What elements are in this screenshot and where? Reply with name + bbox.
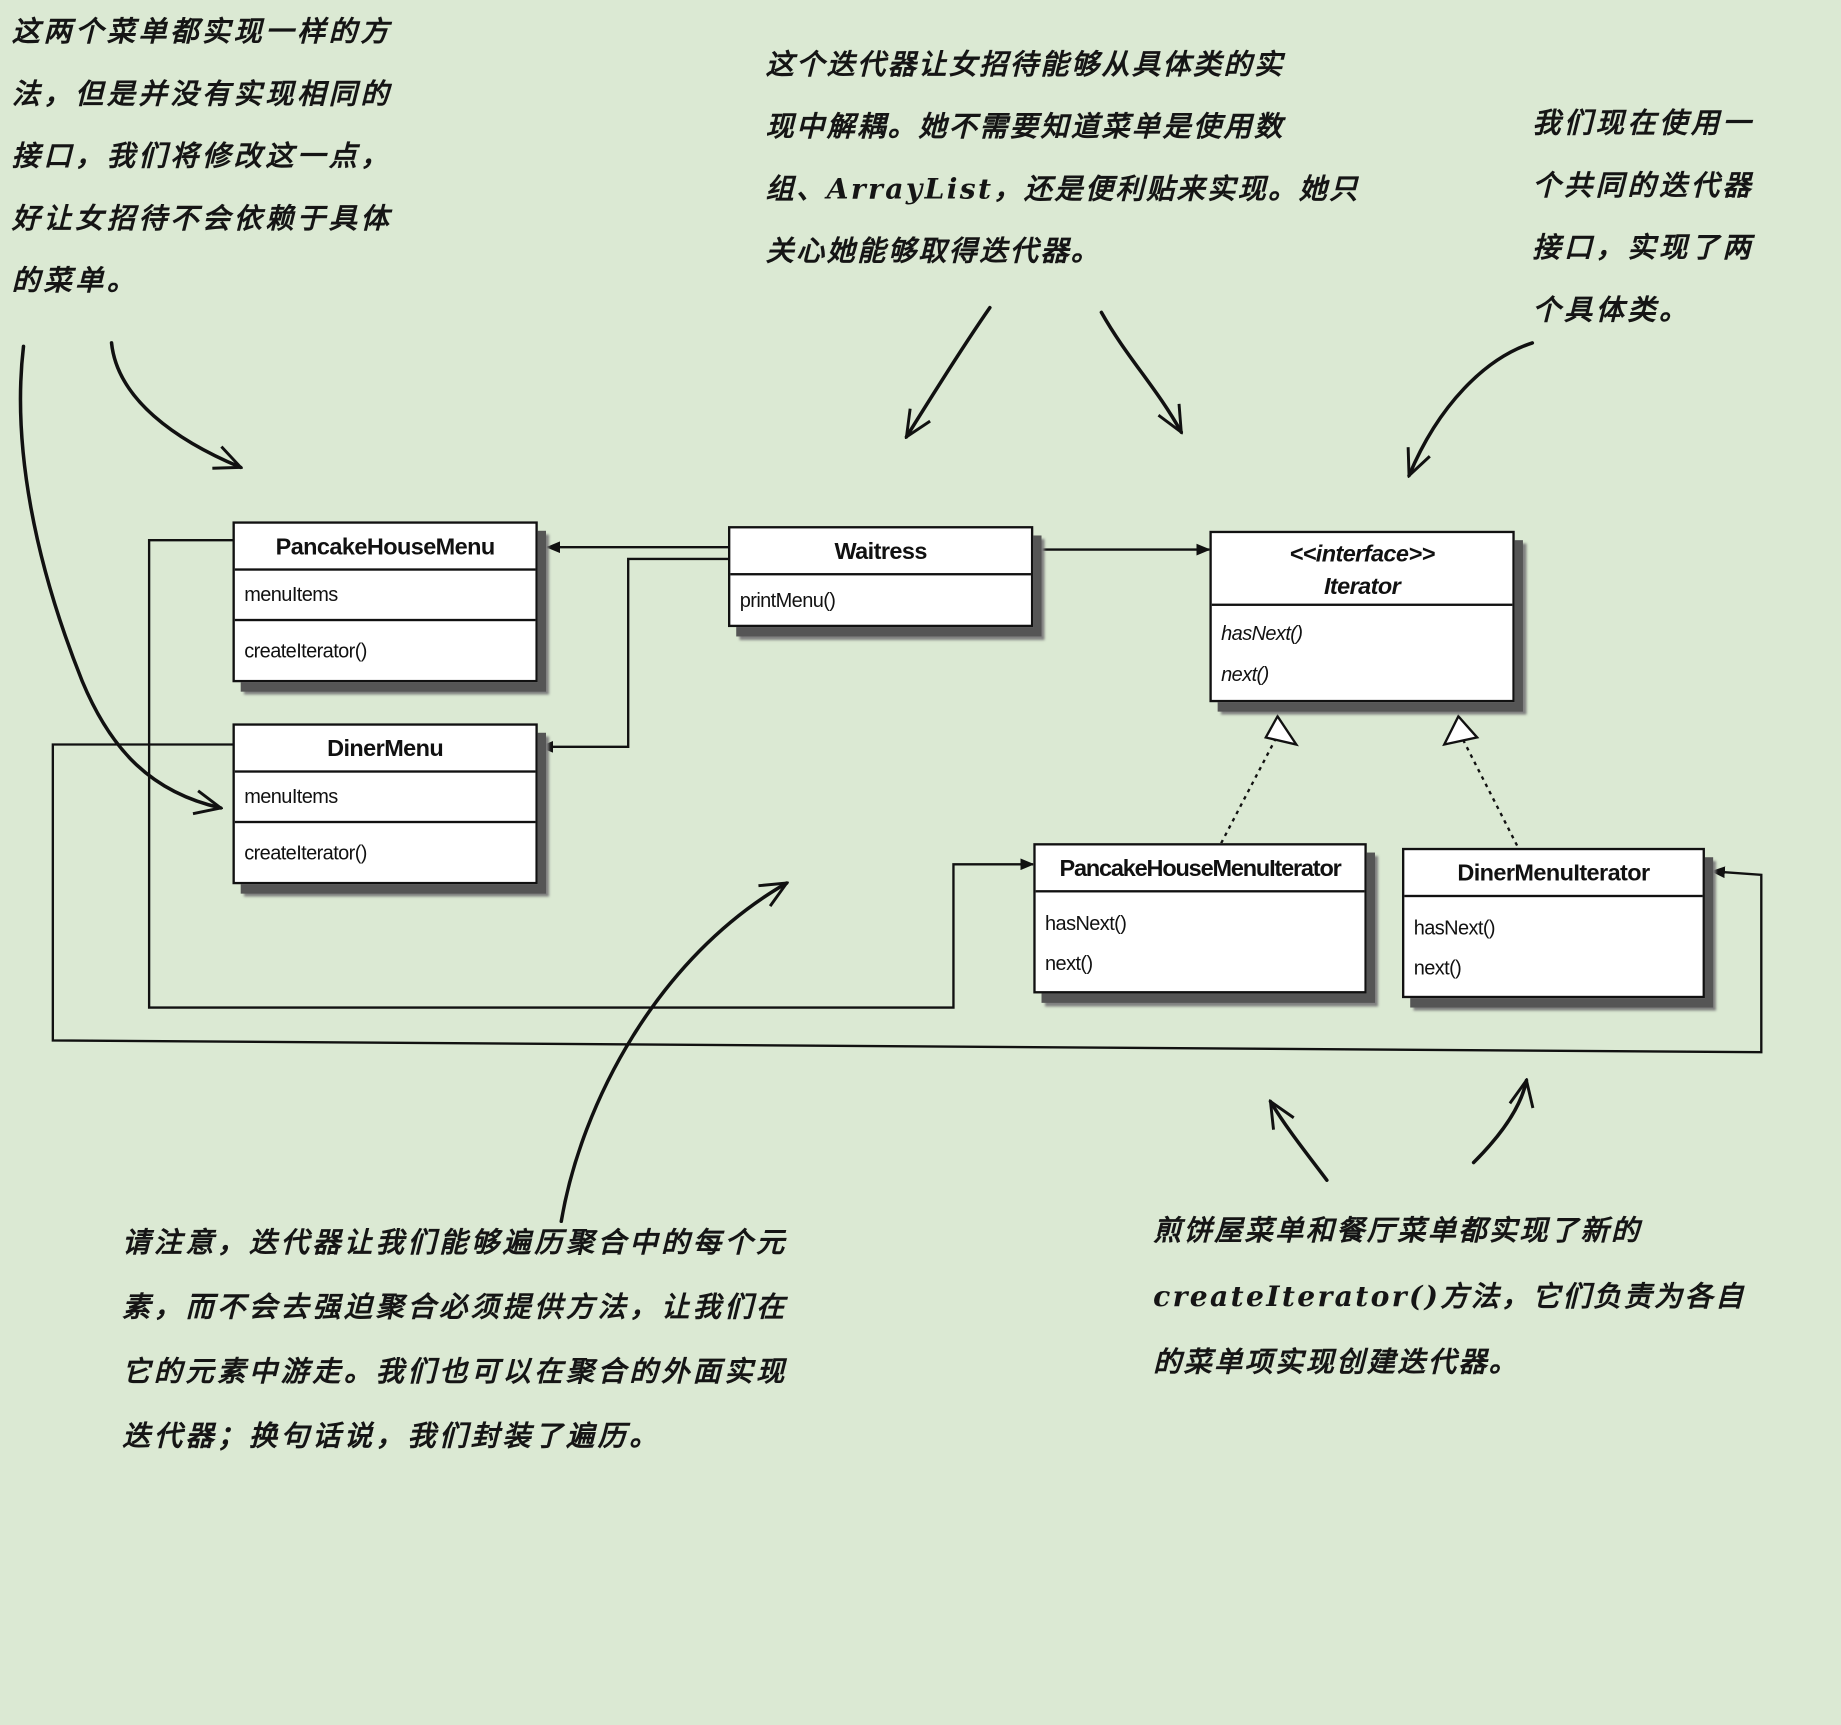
waitress-class: Waitress printMenu() — [728, 526, 1034, 628]
class-methods: hasNext() next() — [1036, 892, 1365, 991]
pancake-menu-to-iterator-line — [147, 539, 1035, 1009]
connector-layer — [18, 305, 1763, 1224]
diner-iterator-realization-line — [1460, 736, 1519, 847]
note-line: 组、ArrayList，还是便利贴来实现。她只 — [765, 171, 1360, 206]
note-line: 素，而不会去强迫聚合必须提供方法，让我们在 — [122, 1289, 788, 1324]
method: hasNext() — [1221, 622, 1303, 645]
class-name: Iterator — [1323, 574, 1401, 601]
annotation-arrow-top-center-b — [1099, 310, 1184, 432]
note-line: 好让女招待不会依赖于具体 — [11, 200, 393, 235]
note-line: 的菜单项实现创建迭代器。 — [1153, 1344, 1520, 1379]
note-line: 它的元素中游走。我们也可以在聚合的外面实现 — [122, 1353, 788, 1389]
method: hasNext() — [1045, 912, 1127, 935]
annotation-arrow-top-left-a — [109, 341, 241, 467]
note-line: 煎饼屋菜单和餐厅菜单都实现了新的 — [1153, 1213, 1642, 1248]
note-line: 现中解耦。她不需要知道菜单是使用数 — [765, 109, 1285, 144]
class-methods: hasNext() next() — [1404, 897, 1702, 996]
class-name: DinerMenuIterator — [1404, 850, 1703, 898]
method: createIterator() — [244, 639, 367, 663]
diner-menu-iterator-class: DinerMenuIterator hasNext() next() — [1401, 847, 1705, 999]
class-name: Waitress — [730, 528, 1031, 576]
diner-menu-class: DinerMenu menuItems createIterator() — [232, 723, 538, 885]
attribute: menuItems — [244, 583, 338, 606]
note-top-right: 我们现在使用一 个共同的迭代器 接口，实现了两 个具体类。 — [1532, 92, 1826, 341]
note-line: 关心她能够取得迭代器。 — [765, 233, 1102, 268]
note-line: 的菜单。 — [11, 263, 139, 298]
class-name: PancakeHouseMenuIterator — [1035, 845, 1365, 893]
method: printMenu() — [739, 589, 836, 612]
method: hasNext() — [1413, 917, 1496, 940]
class-attributes: menuItems — [234, 571, 536, 622]
pancake-house-menu-iterator-class: PancakeHouseMenuIterator hasNext() next(… — [1033, 843, 1367, 994]
interface-stereotype: <<interface>> — [1289, 541, 1436, 568]
pancake-iterator-realization-arrowhead — [1264, 714, 1299, 747]
class-name: PancakeHouseMenu — [234, 524, 536, 571]
note-line: 我们现在使用一 — [1532, 105, 1755, 140]
note-line: 这个迭代器让女招待能够从具体类的实 — [765, 46, 1285, 82]
note-line: 个具体类。 — [1532, 292, 1691, 327]
annotation-arrow-bottom-left — [559, 883, 786, 1224]
note-line: 请注意，迭代器让我们能够遍历聚合中的每个元 — [122, 1224, 788, 1259]
note-line: 接口，我们将修改这一点， — [11, 138, 393, 173]
pancake-iterator-realization-line — [1220, 736, 1278, 844]
diner-menu-to-iterator-line — [51, 743, 1763, 1054]
class-methods: printMenu() — [730, 575, 1031, 624]
note-line: 接口，实现了两 — [1532, 230, 1755, 265]
note-bottom-left: 请注意，迭代器让我们能够遍历聚合中的每个元 素，而不会去强迫聚合必须提供方法，让… — [122, 1210, 944, 1468]
attribute: menuItems — [244, 785, 338, 808]
waitress-to-diner-menu-line — [538, 557, 729, 753]
note-line: 法，但是并没有实现相同的 — [11, 76, 393, 111]
method: next() — [1413, 957, 1462, 980]
annotation-arrow-top-right — [1409, 341, 1535, 476]
note-line: 个共同的迭代器 — [1532, 167, 1755, 202]
annotation-arrow-bottom-right-a — [1270, 1101, 1329, 1182]
class-attributes: menuItems — [234, 773, 536, 824]
method: next() — [1221, 663, 1269, 686]
interface-header: <<interface>> Iterator — [1211, 533, 1513, 606]
class-methods: hasNext() next() — [1212, 606, 1513, 700]
note-line: createIterator()方法，它们负责为各自 — [1153, 1278, 1746, 1313]
class-methods: createIterator() — [235, 621, 536, 680]
note-line: 迭代器；换句话说，我们封装了遍历。 — [122, 1418, 662, 1453]
annotation-arrow-top-left-b — [18, 344, 220, 807]
diner-iterator-realization-arrowhead — [1442, 714, 1480, 747]
note-line: 这两个菜单都实现一样的方 — [11, 14, 393, 49]
note-top-center: 这个迭代器让女招待能够从具体类的实 现中解耦。她不需要知道菜单是使用数 组、Ar… — [766, 33, 1424, 282]
method: next() — [1045, 952, 1093, 975]
method: createIterator() — [244, 841, 367, 865]
iterator-interface: <<interface>> Iterator hasNext() next() — [1209, 530, 1515, 703]
annotation-arrow-bottom-right-b — [1471, 1080, 1527, 1165]
class-methods: createIterator() — [235, 823, 536, 882]
annotation-arrow-top-center-a — [906, 305, 992, 437]
note-top-left: 这两个菜单都实现一样的方 法，但是并没有实现相同的 接口，我们将修改这一点， 好… — [12, 0, 482, 311]
pancake-house-menu-class: PancakeHouseMenu menuItems createIterato… — [232, 521, 538, 683]
note-bottom-right: 煎饼屋菜单和餐厅菜单都实现了新的 createIterator()方法，它们负责… — [1153, 1198, 1811, 1395]
class-name: DinerMenu — [234, 726, 536, 773]
